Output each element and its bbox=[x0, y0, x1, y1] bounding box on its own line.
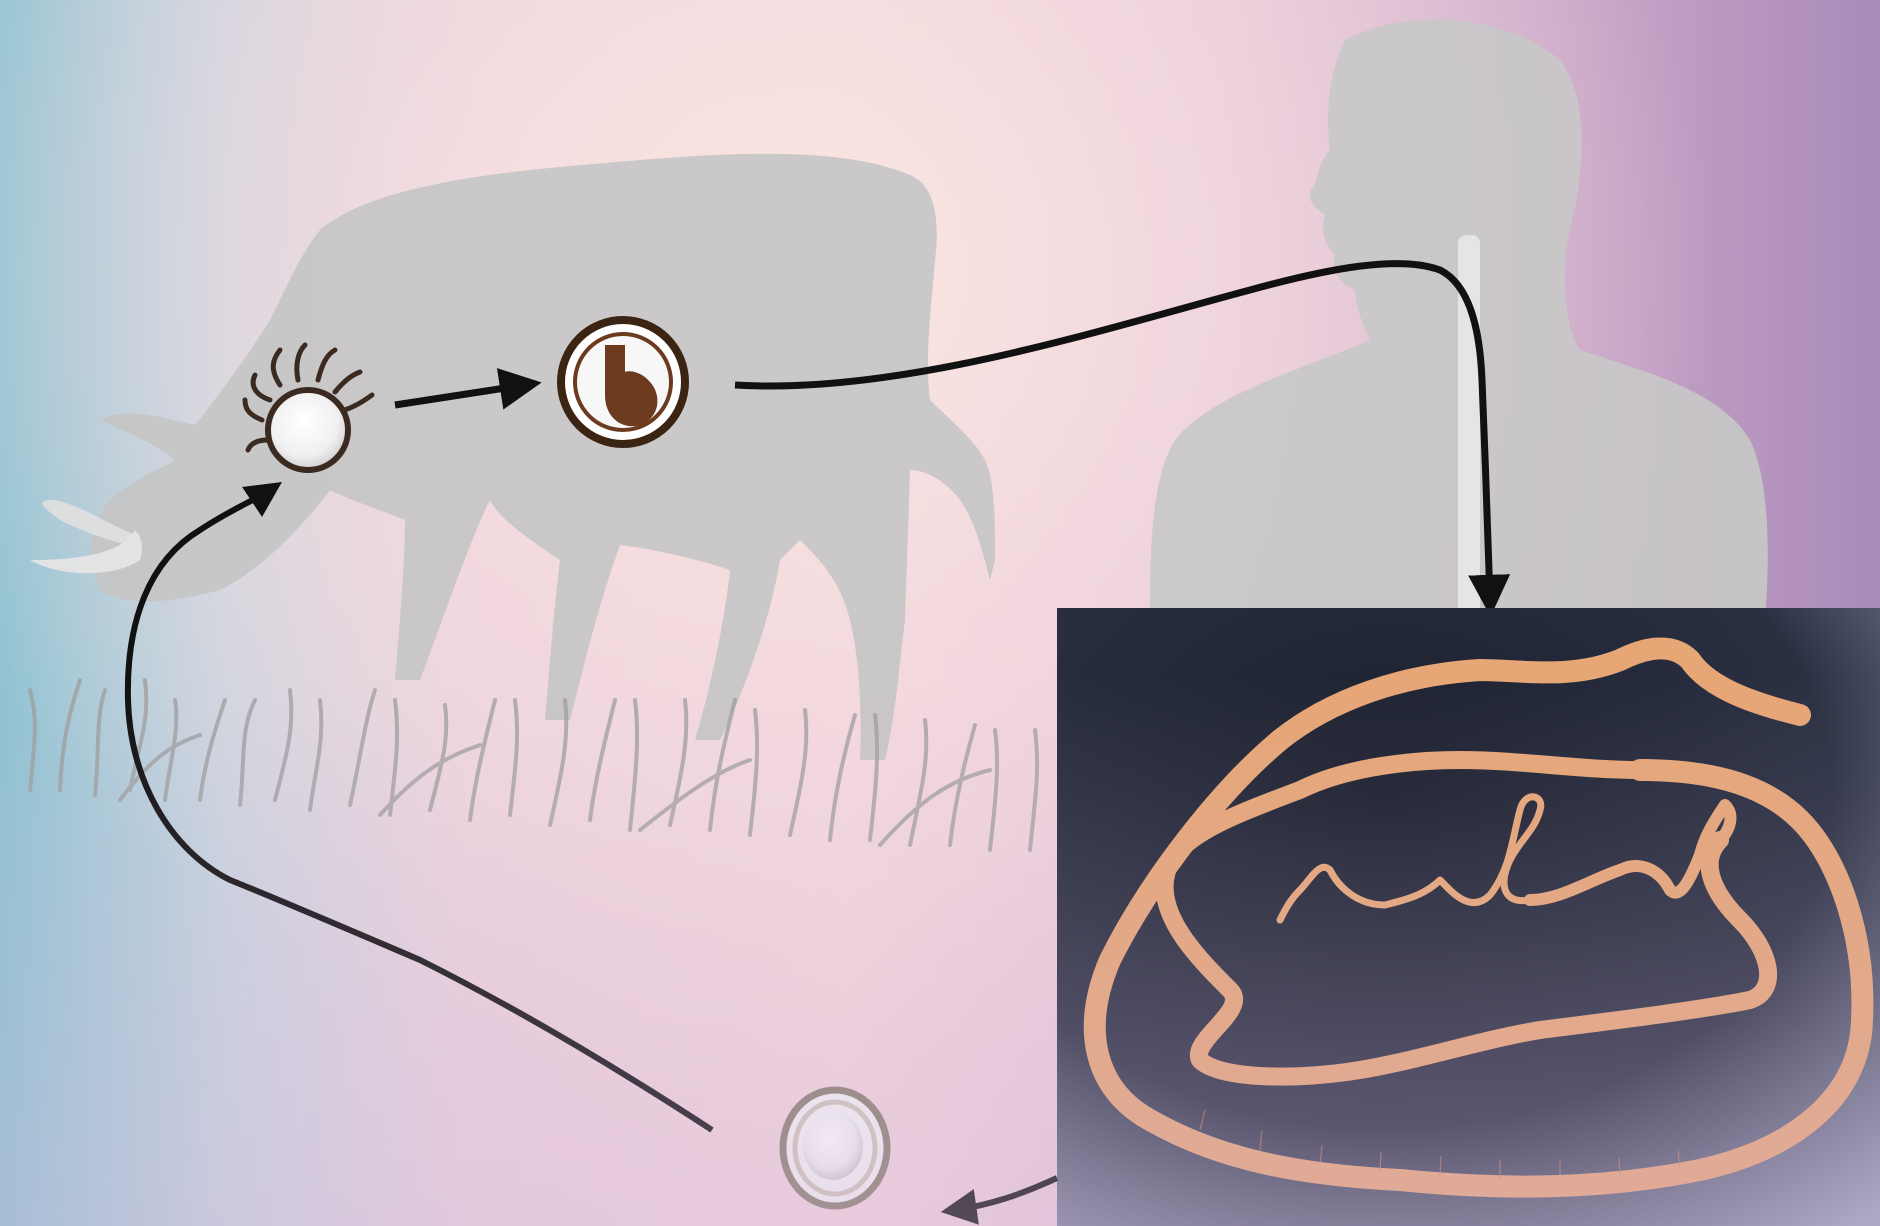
egg-icon bbox=[783, 1090, 887, 1206]
tapeworm-photo bbox=[1057, 608, 1880, 1226]
arrow-adult-to-egg bbox=[955, 1178, 1057, 1210]
cow-silhouette bbox=[30, 154, 995, 760]
cysticercus-icon bbox=[561, 320, 685, 444]
